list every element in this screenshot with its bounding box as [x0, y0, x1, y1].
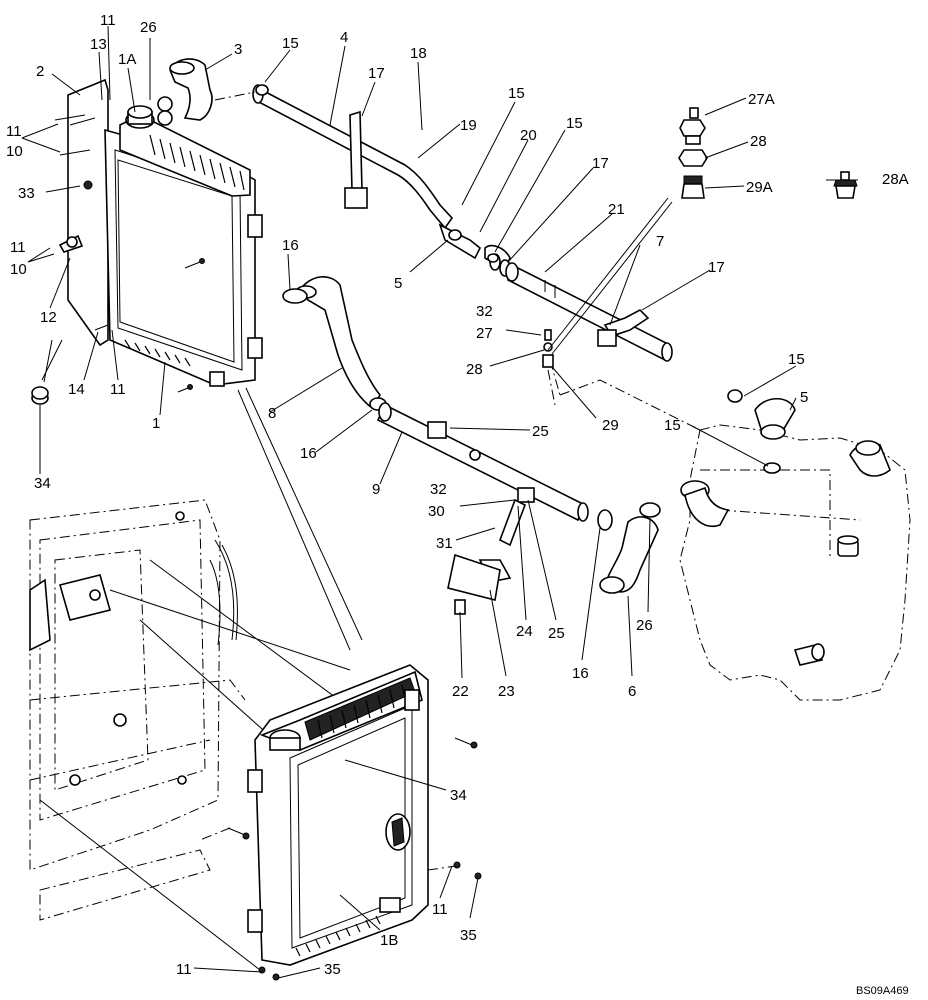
callout-9: 9: [372, 481, 380, 498]
callout-31: 31: [436, 535, 453, 552]
leader-lines: [21, 25, 858, 979]
part-34-loose: [31, 386, 49, 405]
callout-21: 21: [608, 201, 625, 218]
hose-6: [597, 502, 661, 594]
upper-hose-3: [157, 58, 213, 126]
callout-35: 35: [324, 961, 341, 978]
callout-11: 11: [432, 901, 448, 918]
callout-26: 26: [636, 617, 653, 634]
callout-1: 1: [152, 415, 160, 432]
callout-11: 11: [176, 961, 192, 978]
fitting-27A: [679, 107, 706, 145]
callout-15: 15: [282, 35, 299, 52]
callout-29: 29: [602, 417, 619, 434]
callout-7: 7: [656, 233, 664, 250]
callout-16: 16: [282, 237, 299, 254]
callout-30: 30: [428, 503, 445, 520]
callout-15: 15: [664, 417, 681, 434]
callout-34: 34: [450, 787, 467, 804]
callout-15: 15: [788, 351, 805, 368]
callout-11: 11: [110, 381, 126, 398]
callout-5: 5: [394, 275, 402, 292]
callout-28: 28: [466, 361, 483, 378]
callout-25: 25: [548, 625, 565, 642]
callout-18: 18: [410, 45, 427, 62]
callout-28: 28: [750, 133, 767, 150]
callout-4: 4: [340, 29, 348, 46]
callout-5: 5: [800, 389, 808, 406]
clamps: [255, 84, 499, 263]
fitting-28: [678, 149, 708, 167]
lower-tube-9: [376, 402, 589, 522]
callout-17: 17: [368, 65, 385, 82]
callout-32: 32: [476, 303, 493, 320]
callout-20: 20: [520, 127, 537, 144]
callout-23: 23: [498, 683, 515, 700]
fitting-28A: [833, 171, 858, 199]
callout-24: 24: [516, 623, 533, 640]
drain-assembly: [447, 498, 527, 615]
callout-12: 12: [40, 309, 57, 326]
callout-19: 19: [460, 117, 477, 134]
lower-hose-8: [282, 276, 387, 411]
callout-2: 2: [36, 63, 44, 80]
callout-labels: 11 26 13 3 15 4 1A 2 18 17 15 27A 19 11 …: [6, 12, 909, 978]
callout-14: 14: [68, 381, 85, 398]
radiator-lower-grille: [304, 677, 416, 741]
callout-11: 11: [100, 12, 116, 29]
callout-27: 27: [476, 325, 493, 342]
small-fittings: [542, 329, 556, 406]
radiator-lower: [199, 664, 482, 981]
callout-3: 3: [234, 41, 242, 58]
upper-right-hose-5: [727, 389, 796, 474]
callout-10: 10: [10, 261, 27, 278]
fitting-29A: [681, 175, 705, 199]
engine-outline: [549, 359, 911, 701]
callout-15: 15: [508, 85, 525, 102]
callout-1A: 1A: [118, 51, 136, 68]
callout-15: 15: [566, 115, 583, 132]
upper-tube-5-assembly: [438, 223, 673, 362]
callout-26: 26: [140, 19, 157, 36]
radiator-upper: [54, 78, 263, 393]
callout-17: 17: [592, 155, 609, 172]
callout-25: 25: [532, 423, 549, 440]
callout-34: 34: [34, 475, 51, 492]
callout-8: 8: [268, 405, 276, 422]
callout-16: 16: [300, 445, 317, 462]
callout-32: 32: [430, 481, 447, 498]
callout-6: 6: [628, 683, 636, 700]
callout-16: 16: [572, 665, 589, 682]
callout-10: 10: [6, 143, 23, 160]
callout-1B: 1B: [380, 932, 398, 949]
callout-33: 33: [18, 185, 35, 202]
callout-35: 35: [460, 927, 477, 944]
callout-27A: 27A: [748, 91, 775, 108]
drawing-code: BS09A469: [856, 985, 909, 997]
callout-11: 11: [10, 239, 26, 256]
callout-22: 22: [452, 683, 469, 700]
radiator-upper-grille: [149, 134, 245, 191]
callout-13: 13: [90, 36, 107, 53]
callout-29A: 29A: [746, 179, 773, 196]
callout-11: 11: [6, 123, 22, 140]
callout-17: 17: [708, 259, 725, 276]
callout-28A: 28A: [882, 171, 909, 188]
